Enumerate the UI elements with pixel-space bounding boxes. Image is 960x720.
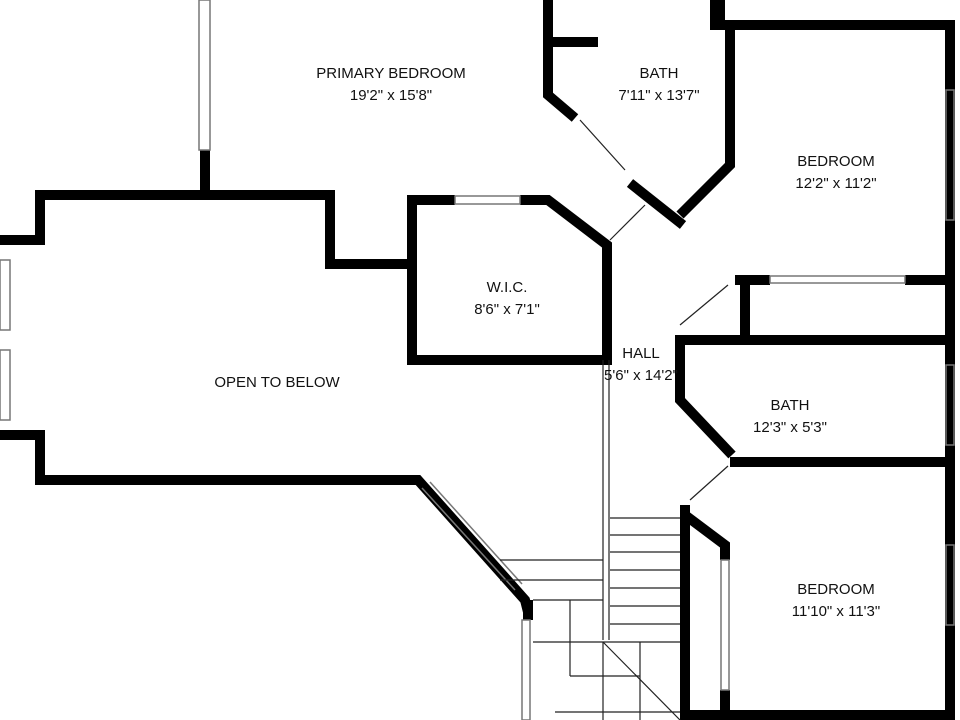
room-name: BATH (770, 397, 810, 414)
room-label-open-to-below: OPEN TO BELOW (214, 372, 339, 394)
room-name: PRIMARY BEDROOM (316, 65, 466, 82)
room-name: W.I.C. (486, 279, 528, 296)
wall-bath-left (543, 0, 579, 122)
room-size: 12'2" x 11'2" (795, 175, 877, 192)
room-label-bedroom-1: BEDROOM 12'2" x 11'2" (795, 151, 876, 195)
room-name: OPEN TO BELOW (214, 374, 340, 391)
room-size: 8'6" x 7'1" (474, 301, 540, 318)
room-name: BATH (639, 65, 679, 82)
wall-open-to-below-top (0, 190, 412, 269)
wall-bath-right (676, 30, 735, 219)
wall-open-to-below-bottom (0, 430, 533, 614)
room-label-bedroom-2: BEDROOM 11'10" x 11'3" (792, 579, 880, 623)
room-label-primary-bedroom: PRIMARY BEDROOM 19'2" x 15'8" (316, 63, 465, 107)
room-label-hall: HALL 5'6" x 14'2" (604, 343, 678, 387)
room-label-bath-1: BATH 7'11" x 13'7" (618, 63, 699, 107)
wall-bath2 (675, 335, 950, 459)
room-label-bath-2: BATH 12'3" x 5'3" (753, 395, 827, 439)
room-size: 7'11" x 13'7" (618, 87, 700, 104)
room-size: 12'3" x 5'3" (753, 419, 827, 436)
wall-wic (407, 195, 612, 365)
room-label-wic: W.I.C. 8'6" x 7'1" (474, 277, 540, 321)
room-size: 19'2" x 15'8" (349, 87, 433, 104)
room-size: 11'10" x 11'3" (791, 603, 881, 620)
room-size: 5'6" x 14'2" (604, 367, 678, 384)
wall-bath-diagonal (626, 179, 687, 229)
room-name: BEDROOM (797, 153, 875, 170)
stairs (500, 119, 729, 720)
room-name: HALL (622, 345, 660, 362)
room-name: BEDROOM (797, 581, 875, 598)
